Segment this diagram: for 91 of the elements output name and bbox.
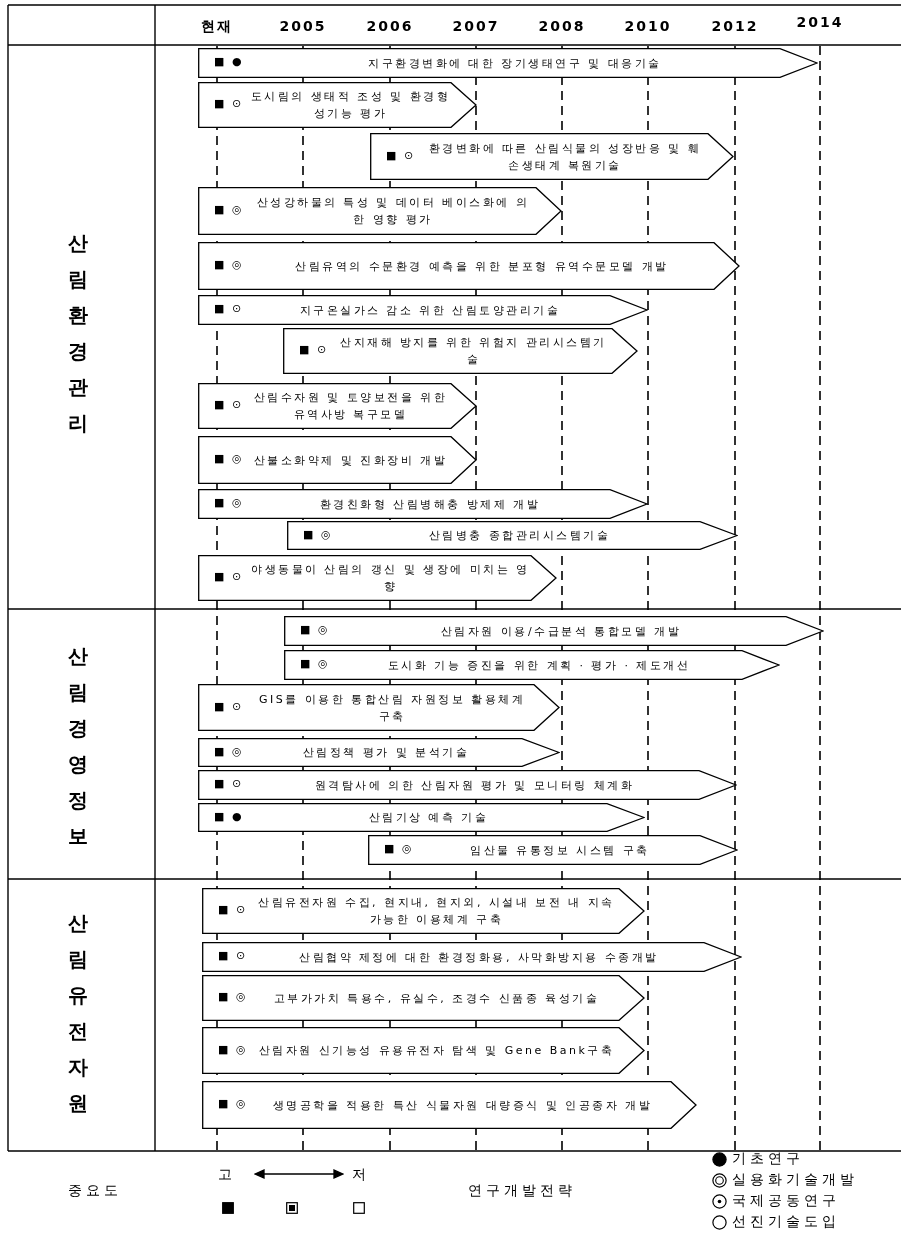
rating-symbols: ■ ⊙ <box>214 398 244 411</box>
arrow-bar <box>198 436 477 484</box>
rating-symbols: ■ ◎ <box>214 496 244 509</box>
task-text: 산림병충 종합관리시스템기술 <box>427 528 612 544</box>
task-text: 원격탐사에 의한 산림자원 평가 및 모니터링 체계화 <box>313 777 636 794</box>
strategy-label: 연구개발전략 <box>468 1182 576 1200</box>
task-text: 산지재해 방지를 위한 위험지 관리시스템기술 <box>339 335 608 368</box>
year-label: 2014 <box>795 14 845 30</box>
arrow-bar <box>198 82 477 128</box>
task-text: 임산물 유통정보 시스템 구축 <box>469 842 651 859</box>
task-text: 산림협약 제정에 대한 환경정화용, 사막화방지용 수종개발 <box>298 949 660 966</box>
rating-symbols: ■ ● <box>214 55 244 68</box>
arrow-bar <box>284 650 780 680</box>
rating-symbols: ■ ⊙ <box>299 343 329 356</box>
year-label: 2008 <box>537 18 587 34</box>
legend-label: 국제공동연구 <box>732 1192 840 1210</box>
task-text: 산림유전자원 수집, 현지내, 현지외, 시설내 보전 내 지속가능한 이용체계 구축 <box>257 895 616 928</box>
arrow-bar <box>202 1027 645 1074</box>
task-text: 산림자원 신기능성 유용유전자 탐색 및 Gene Bank구축 <box>257 1043 616 1059</box>
task-text: 야생동물이 산림의 갱신 및 생장에 미치는 영향 <box>250 562 531 595</box>
arrow-bar <box>370 133 734 180</box>
rating-symbols: ■ ◎ <box>384 842 414 855</box>
rating-symbols: ■ ◎ <box>300 657 330 670</box>
task-text: 지구환경변화에 대한 장기생태연구 및 대응기술 <box>367 55 663 72</box>
arrow-bar <box>198 770 737 800</box>
arrow-bar <box>202 975 645 1021</box>
arrow-bar <box>284 616 824 646</box>
rating-symbols: ■ ◎ <box>214 203 244 216</box>
arrow-bar <box>202 942 742 972</box>
task-text: 도시화 기능 증진을 위한 계획 · 평가 · 제도개선 <box>386 657 692 674</box>
task-text: 고부가가치 특용수, 유실수, 조경수 신품종 육성기술 <box>272 990 601 1007</box>
arrow-bar <box>368 835 738 865</box>
task-text: 산불소화약제 및 진화장비 개발 <box>252 452 449 469</box>
year-label: 2012 <box>710 18 760 34</box>
rating-symbols: ■ ⊙ <box>218 903 248 916</box>
task-text: 산림자원 이용/수급분석 통합모델 개발 <box>439 623 683 640</box>
rating-symbols: ■ ⊙ <box>214 302 244 315</box>
importance-label: 중요도 <box>68 1182 122 1200</box>
rating-symbols: ■ ● <box>214 809 244 823</box>
rating-symbols: ■ ◎ <box>218 1042 248 1056</box>
task-text: 도시림의 생태적 조성 및 환경형성기능 평가 <box>250 89 451 122</box>
arrow-bar <box>198 295 648 325</box>
task-text: 산림정책 평가 및 분석기술 <box>301 745 471 761</box>
task-text: GIS를 이용한 통합산림 자원정보 활용체계 구축 <box>257 691 527 725</box>
rating-symbols: ■ ⊙ <box>214 777 244 790</box>
task-text: 산림유역의 수문환경 예측을 위한 분포형 유역수문모델 개발 <box>294 258 670 275</box>
legend-label: 실용화기술개발 <box>732 1171 858 1189</box>
task-text: 산림기상 예측 기술 <box>367 810 490 826</box>
legend-label: 선진기술도입 <box>732 1213 840 1231</box>
task-text: 생명공학을 적용한 특산 식물자원 대량증식 및 인공종자 개발 <box>271 1097 654 1114</box>
year-label: 2007 <box>451 18 501 34</box>
rating-symbols: ■ ◎ <box>303 527 333 541</box>
task-text: 환경친화형 산림병해충 방제제 개발 <box>318 496 542 513</box>
year-label: 현재 <box>200 18 234 36</box>
rating-symbols: ■ ◎ <box>218 990 248 1003</box>
year-label: 2006 <box>365 18 415 34</box>
rating-symbols: ■ ◎ <box>218 1097 248 1110</box>
arrow-bar <box>287 521 738 550</box>
task-text: 산성강하물의 특성 및 데이터 베이스화에 의한 영향 평가 <box>255 195 531 228</box>
scale-label: 고 <box>218 1166 236 1184</box>
year-label: 2005 <box>278 18 328 34</box>
arrow-bar <box>198 803 645 832</box>
year-label: 2010 <box>623 18 673 34</box>
rating-symbols: ■ ◎ <box>214 452 244 465</box>
section-heading: 산림유전자원 <box>67 910 89 1117</box>
section-heading: 산림환경관리 <box>67 230 89 437</box>
arrow-bar <box>198 738 560 767</box>
rating-symbols: ■ ⊙ <box>214 570 244 583</box>
arrow-bar <box>198 48 818 78</box>
arrow-bar <box>283 328 638 374</box>
rating-symbols: ■ ◎ <box>300 623 330 636</box>
task-text: 환경변화에 따른 산림식물의 성장반응 및 훼손생태계 복원기술 <box>427 140 703 174</box>
rating-symbols: ■ ⊙ <box>214 699 244 713</box>
arrow-bar <box>198 187 562 235</box>
scale-label: 저 <box>352 1166 370 1184</box>
legend-label: 기초연구 <box>732 1150 804 1168</box>
task-text: 산림수자원 및 토양보전을 위한 유역사방 복구모델 <box>252 390 449 423</box>
section-heading: 산림경영정보 <box>67 643 89 850</box>
rating-symbols: ■ ◎ <box>214 258 244 271</box>
rating-symbols: ■ ⊙ <box>218 949 248 962</box>
arrow-bar <box>202 1081 697 1129</box>
rating-symbols: ■ ⊙ <box>214 97 244 110</box>
rating-symbols: ■ ◎ <box>214 744 244 758</box>
arrow-bar <box>202 888 645 934</box>
task-text: 지구온실가스 감소 위한 산림토양관리기술 <box>298 302 562 319</box>
rating-symbols: ■ ⊙ <box>386 148 416 162</box>
arrow-bar <box>198 555 557 601</box>
arrow-bar <box>198 684 560 731</box>
arrow-bar <box>198 383 477 429</box>
arrow-bar <box>198 489 648 519</box>
arrow-bar <box>198 242 740 290</box>
